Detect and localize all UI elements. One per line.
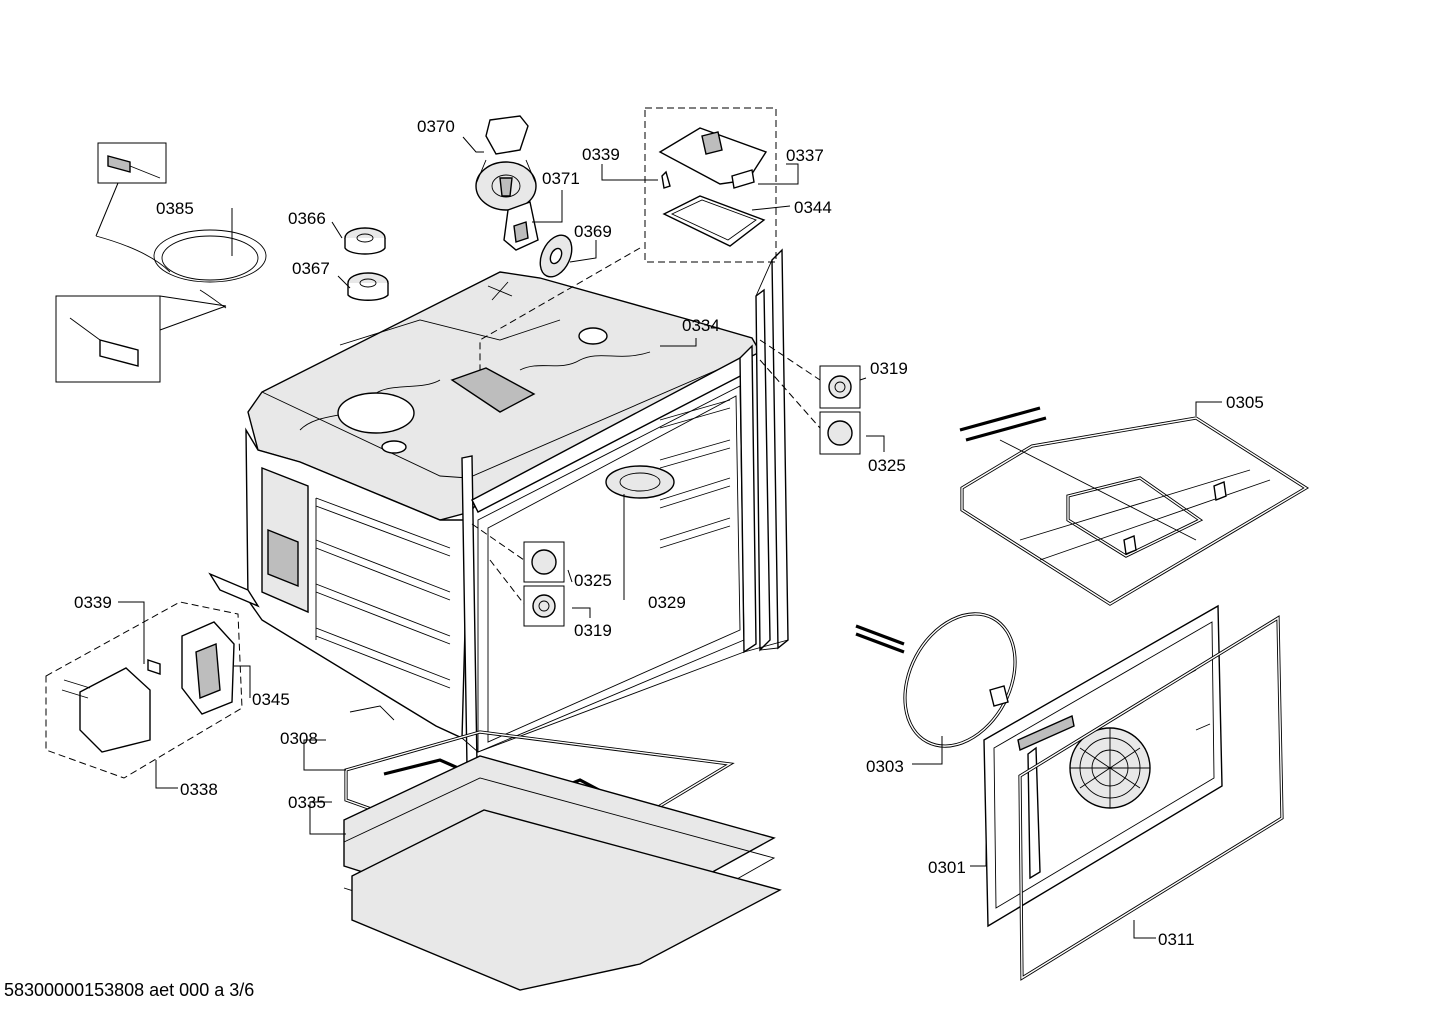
ring-heating-element-0303 (855, 612, 1017, 748)
label-0369: 0369 (574, 222, 612, 241)
fan-motor-coupling-0367 (347, 272, 389, 301)
label-0319-top: 0319 (870, 359, 908, 378)
label-0345: 0345 (252, 690, 290, 709)
meat-probe-socket-0385 (55, 142, 267, 383)
cooling-fan-motor-0370 (475, 115, 537, 211)
label-0325-right: 0325 (868, 456, 906, 475)
label-0366: 0366 (288, 209, 326, 228)
label-0367: 0367 (292, 259, 330, 278)
fan-motor-coupling-0366 (344, 227, 386, 255)
lamp-holder-0319-mid (523, 585, 565, 627)
lamp-glass-0325-mid (523, 541, 565, 583)
label-0334: 0334 (682, 316, 720, 335)
label-0339-left: 0339 (74, 593, 112, 612)
door-gasket-0311 (1018, 615, 1284, 981)
leader-lines (118, 136, 1222, 939)
label-0325-mid: 0325 (574, 571, 612, 590)
label-0337: 0337 (786, 146, 824, 165)
label-0319-mid: 0319 (574, 621, 612, 640)
label-0335: 0335 (288, 793, 326, 812)
label-0338: 0338 (180, 780, 218, 799)
label-0301: 0301 (928, 858, 966, 877)
lamp-glass-0325-right (819, 411, 861, 455)
oven-cavity-0334 (208, 248, 789, 829)
document-reference: 58300000153808 aet 000 a 3/6 (4, 980, 255, 1000)
label-0370: 0370 (417, 117, 455, 136)
lamp-assembly-group-0337 (644, 107, 777, 263)
grill-heating-element-0305 (959, 406, 1310, 606)
label-0329: 0329 (648, 593, 686, 612)
label-0308: 0308 (280, 729, 318, 748)
label-0385: 0385 (156, 199, 194, 218)
thermostat-group-0338 (45, 601, 243, 779)
label-0371: 0371 (542, 169, 580, 188)
rear-panel-fan-cover-0301 (983, 604, 1223, 928)
label-0339-top: 0339 (582, 145, 620, 164)
insulation-mat-0335 (343, 755, 782, 991)
label-0311: 0311 (1158, 930, 1195, 949)
fan-housing-0371 (503, 201, 539, 251)
gasket-ring-0369 (539, 234, 573, 278)
lamp-holder-0319-right (819, 365, 861, 409)
part-labels: 0370 0339 0337 0371 0344 0385 0366 0369 … (74, 117, 1264, 949)
label-0344: 0344 (794, 198, 832, 217)
label-0303: 0303 (866, 757, 904, 776)
label-0305: 0305 (1226, 393, 1264, 412)
